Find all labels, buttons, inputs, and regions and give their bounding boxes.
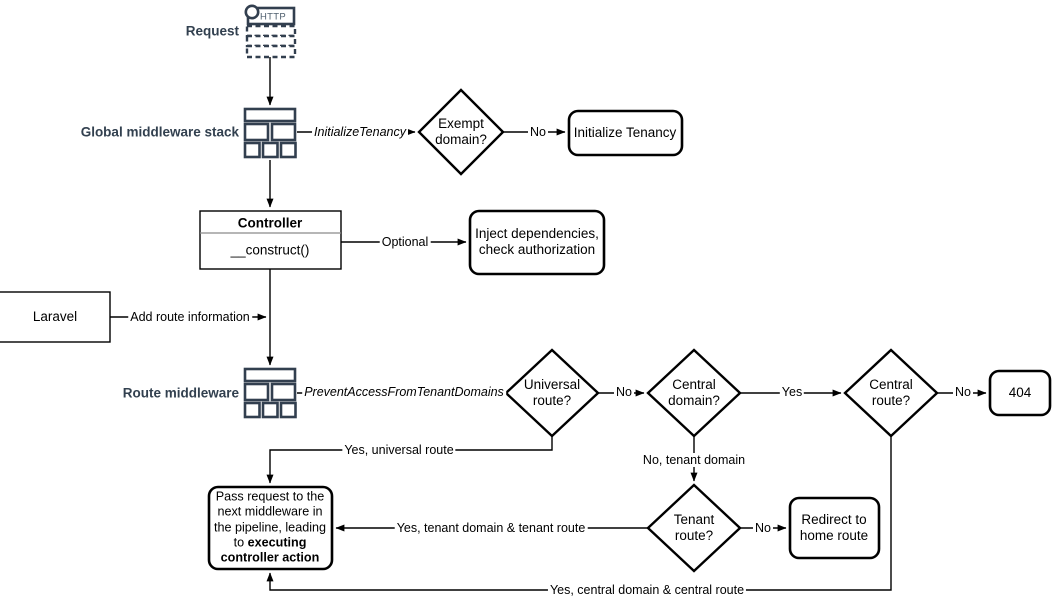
node-404	[988, 369, 1052, 417]
pass-request-text-plain: Pass request to the next middleware in t…	[213, 489, 327, 550]
node-label-redirect-home: Redirect to home route	[799, 511, 869, 543]
node-exempt-domain	[417, 88, 505, 176]
node-inject-dependencies	[468, 209, 606, 276]
node-label-exempt-domain: Exempt domain?	[435, 115, 487, 147]
pass-request-text-bold: executing controller action	[220, 535, 320, 566]
edge-label-central-domain-no: No, tenant domain	[640, 453, 748, 467]
edge-label-prevent-access-from-tenant-domains: PreventAccessFromTenantDomains	[302, 385, 506, 399]
node-label-tenant-route: Tenant route?	[673, 511, 715, 543]
edge-label-central-domain-yes: Yes	[779, 385, 805, 399]
node-label-controller-construct: __construct()	[230, 242, 310, 258]
edge-label-universal-route-yes: Yes, universal route	[342, 443, 456, 457]
http-request-icon	[244, 4, 297, 59]
node-pass-request	[207, 485, 334, 571]
edge-label-universal-route-no: No	[614, 385, 634, 399]
edge-label-controller-optional: Optional	[379, 235, 431, 249]
node-label-initialize-tenancy: Initialize Tenancy	[573, 124, 677, 140]
node-label-404: 404	[1008, 384, 1032, 400]
node-controller	[199, 210, 342, 270]
node-label-central-route: Central route?	[869, 376, 913, 408]
edge-label-add-route-information: Add route information	[128, 310, 252, 324]
swimlane-label-request: Request	[185, 23, 239, 39]
http-icon-caption: HTTP	[259, 11, 287, 23]
node-label-universal-route: Universal route?	[523, 376, 581, 408]
node-label-controller-title: Controller	[237, 215, 303, 231]
swimlane-label-route-middleware: Route middleware	[122, 385, 239, 401]
edge-label-tenant-route-no: No	[753, 521, 773, 535]
middleware-stack-icon-route	[243, 367, 297, 419]
node-label-central-domain: Central domain?	[668, 376, 720, 408]
node-redirect-home	[788, 496, 881, 560]
edge-label-central-route-no: No	[953, 385, 973, 399]
node-label-pass-request: Pass request to the next middleware in t…	[211, 490, 329, 567]
edge-label-initialize-tenancy: InitializeTenancy	[312, 125, 408, 139]
node-tenant-route	[646, 483, 742, 573]
node-label-laravel: Laravel	[32, 308, 78, 324]
node-label-inject-dependencies: Inject dependencies, check authorization	[475, 225, 599, 257]
swimlane-label-global-middleware-stack: Global middleware stack	[80, 124, 239, 140]
edge-label-tenant-route-yes: Yes, tenant domain & tenant route	[394, 521, 588, 535]
edge-label-central-route-yes: Yes, central domain & central route	[547, 583, 747, 597]
node-initialize-tenancy	[567, 109, 684, 157]
edge-label-exempt-domain-no: No	[528, 125, 548, 139]
middleware-stack-icon-global	[243, 107, 297, 159]
